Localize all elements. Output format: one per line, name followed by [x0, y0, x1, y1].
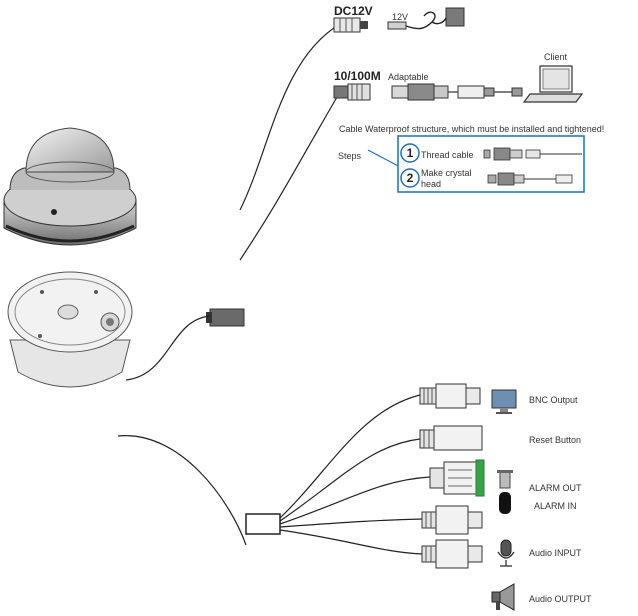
cable-hub	[245, 513, 281, 535]
step-2-text-line-1: Make crystal	[421, 168, 472, 178]
waterproof-note: Cable Waterproof structure, which must b…	[339, 124, 604, 134]
step-1-parts	[483, 147, 582, 161]
audio-output-label: Audio OUTPUT	[529, 594, 592, 604]
voltage-label: 12V	[392, 12, 408, 22]
microphone-icon	[497, 539, 515, 567]
alarm-out-label: ALARM OUT	[529, 483, 582, 493]
reset-button-label: Reset Button	[529, 435, 581, 445]
alarm-terminal-block	[429, 459, 485, 497]
fanout-cables	[279, 394, 431, 555]
audio-input-connector	[421, 505, 483, 535]
step-1-text: Thread cable	[421, 150, 474, 160]
rj45-connector	[333, 83, 371, 101]
bnc-output-label: BNC Output	[529, 395, 578, 405]
audio-output-connector	[421, 539, 483, 569]
step-2-parts	[487, 172, 573, 186]
step-2-text-line-2: head	[421, 179, 441, 189]
camera-base	[7, 271, 245, 388]
steps-label: Steps	[338, 151, 362, 161]
step-2-number: 2	[407, 171, 414, 185]
speaker-icon	[491, 583, 515, 611]
monitor-icon	[491, 389, 517, 414]
laptop-icon	[522, 65, 584, 103]
step-1-number: 1	[407, 146, 414, 160]
alarm-out-icon	[497, 470, 513, 489]
step-1-badge	[400, 143, 420, 163]
dc12v-connector	[333, 17, 368, 33]
power-label: DC12V	[334, 4, 373, 18]
dc12v-adapter	[387, 7, 465, 30]
dome-camera	[3, 127, 137, 246]
client-label: Client	[544, 52, 568, 62]
alarm-in-icon	[499, 492, 511, 514]
bnc-connector	[419, 383, 481, 409]
reset-connector	[419, 425, 483, 451]
steps-pointer	[367, 149, 403, 169]
alarm-in-label: ALARM IN	[534, 501, 577, 511]
adaptable-label: Adaptable	[388, 72, 429, 82]
audio-input-label: Audio INPUT	[529, 548, 582, 558]
waterproof-coupler	[391, 83, 523, 101]
connector-cables	[117, 23, 341, 546]
network-speed-label: 10/100M	[334, 69, 381, 83]
step-2-badge	[400, 168, 420, 188]
